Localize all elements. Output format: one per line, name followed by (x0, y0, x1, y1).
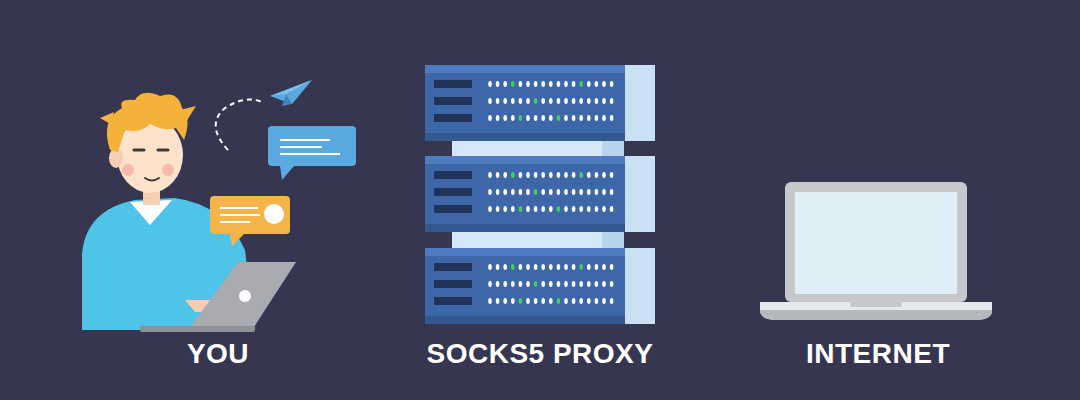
server-unit (425, 248, 655, 324)
server-unit (425, 65, 655, 141)
caption-label: SOCKS5 PROXY (427, 338, 654, 370)
laptop (760, 182, 992, 320)
server-rack (425, 65, 655, 324)
caption-label: YOU (187, 338, 249, 370)
caption-label: INTERNET (806, 338, 950, 370)
chat-bubble-blue (268, 126, 356, 180)
person-figure (82, 93, 296, 332)
chat-bubble-orange (210, 196, 290, 246)
server-unit (425, 156, 655, 232)
